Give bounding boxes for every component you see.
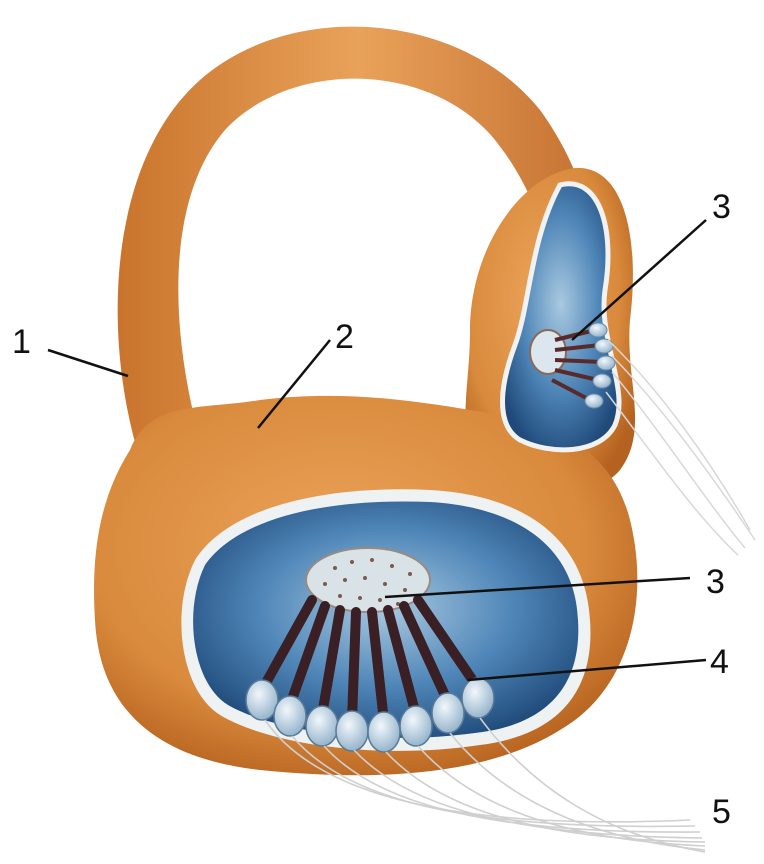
label-2: 2: [335, 320, 354, 354]
label-3-upper: 3: [712, 190, 731, 224]
label-5: 5: [712, 795, 731, 829]
label-3-lower: 3: [706, 565, 725, 599]
leader-1: [48, 350, 128, 376]
label-4: 4: [710, 645, 729, 679]
label-1: 1: [12, 325, 31, 359]
